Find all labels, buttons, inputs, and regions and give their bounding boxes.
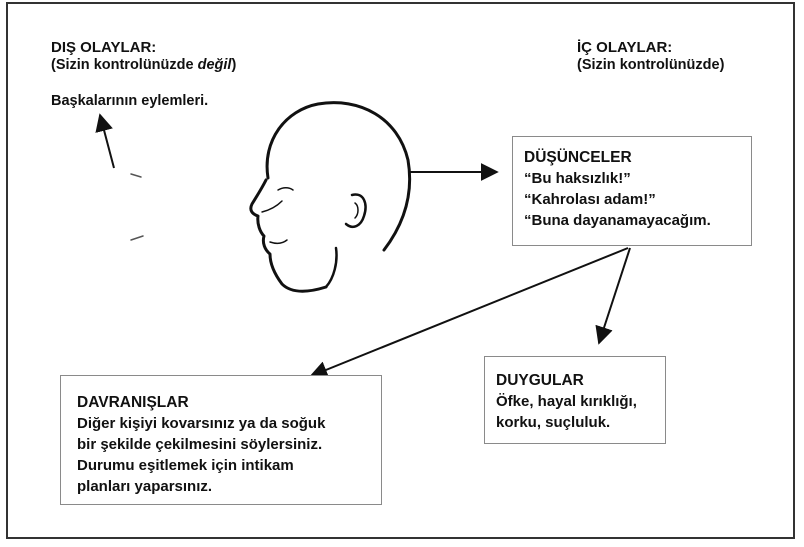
head-profile-icon (251, 103, 410, 291)
thoughts-box: DÜŞÜNCELER “Bu haksızlık!” “Kahrolası ad… (512, 136, 752, 246)
thoughts-line: “Kahrolası adam!” (524, 189, 751, 210)
thoughts-title: DÜŞÜNCELER (524, 148, 751, 168)
thoughts-line: “Bu haksızlık!” (524, 168, 751, 189)
behaviors-line: planları yaparsınız. (77, 476, 381, 497)
behaviors-title: DAVRANIŞLAR (77, 393, 381, 413)
behaviors-box: DAVRANIŞLAR Diğer kişiyi kovarsınız ya d… (60, 375, 382, 505)
thoughts-line: “Buna dayanamayacağım. (524, 210, 751, 231)
arrow-to-external (100, 115, 114, 168)
emotions-title: DUYGULAR (496, 371, 665, 391)
behaviors-line: bir şekilde çekilmesini söylersiniz. (77, 434, 381, 455)
behaviors-line: Diğer kişiyi kovarsınız ya da soğuk (77, 413, 381, 434)
emotions-box: DUYGULAR Öfke, hayal kırıklığı, korku, s… (484, 356, 666, 444)
behaviors-line: Durumu eşitlemek için intikam (77, 455, 381, 476)
emotions-line: Öfke, hayal kırıklığı, (496, 391, 665, 412)
arrow-thoughts-to-emotions (599, 248, 630, 343)
motion-lines-icon (131, 174, 143, 240)
emotions-line: korku, suçluluk. (496, 412, 665, 433)
